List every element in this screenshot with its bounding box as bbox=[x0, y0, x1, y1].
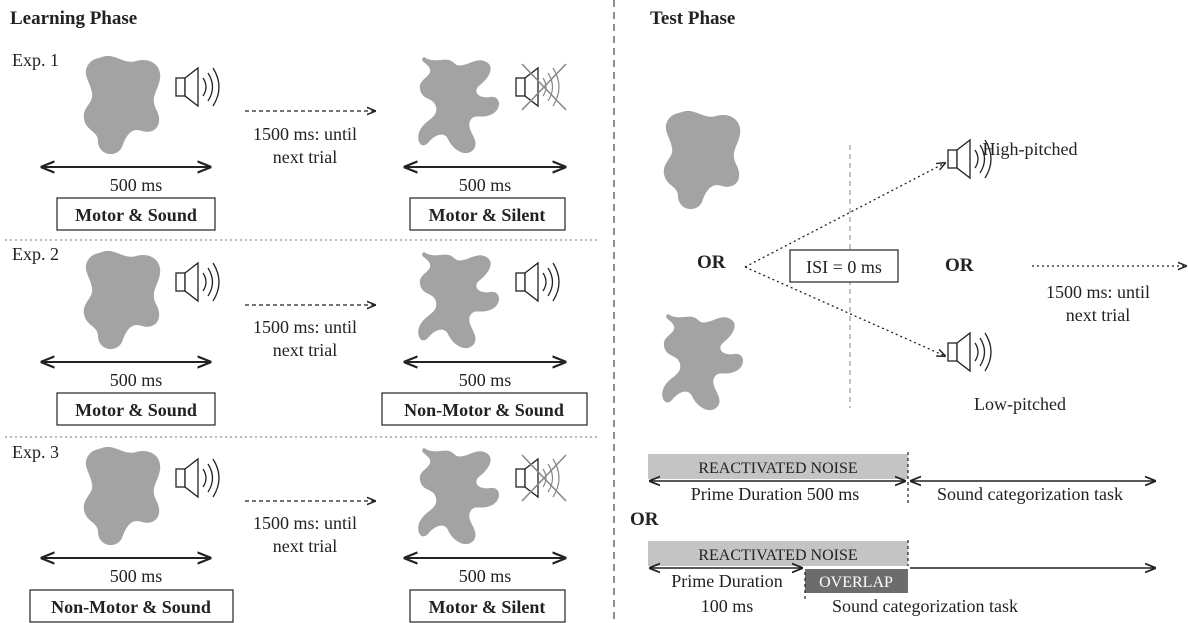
condition-box bbox=[56, 197, 216, 231]
condition-box bbox=[56, 392, 216, 426]
task-label: Sound categorization task bbox=[832, 596, 1018, 616]
exp-label: Exp. 2 bbox=[12, 244, 59, 264]
reactivated-noise-bar bbox=[648, 541, 908, 566]
experiment-3: Exp. 3 500 ms Non-Motor & Sound 1500 ms:… bbox=[12, 442, 567, 623]
duration-label: 500 ms bbox=[459, 370, 512, 390]
speaker-icon bbox=[515, 262, 560, 302]
condition-label: Motor & Silent bbox=[429, 597, 546, 617]
speaker-icon bbox=[175, 67, 220, 107]
shape-blob bbox=[83, 55, 161, 155]
low-pitched-label: Low-pitched bbox=[974, 394, 1066, 414]
task-label: Sound categorization task bbox=[937, 484, 1123, 504]
experiment-2: Exp. 2 500 ms Motor & Sound 1500 ms: unt… bbox=[12, 244, 588, 426]
shape-blob bbox=[83, 250, 161, 350]
muted-speaker-icon bbox=[515, 63, 567, 111]
overlap-label: OVERLAP bbox=[819, 574, 893, 591]
shape-blob bbox=[663, 110, 741, 210]
prime-duration-label-2: 100 ms bbox=[701, 596, 754, 616]
or-label: OR bbox=[630, 509, 659, 530]
interval-label-1: 1500 ms: until bbox=[1046, 282, 1150, 302]
condition-box bbox=[409, 197, 566, 231]
shape-blob bbox=[418, 57, 499, 154]
interval-label-2: next trial bbox=[273, 147, 337, 167]
overlap-bar bbox=[805, 569, 908, 593]
condition-label: Motor & Sound bbox=[75, 400, 197, 420]
reactivated-noise-bar bbox=[648, 454, 908, 479]
condition-label: Non-Motor & Sound bbox=[51, 597, 211, 617]
shape-blob bbox=[418, 448, 499, 545]
condition-label: Non-Motor & Sound bbox=[404, 400, 564, 420]
interval-label-2: next trial bbox=[1066, 305, 1130, 325]
interval-label-2: next trial bbox=[273, 340, 337, 360]
condition-box bbox=[409, 589, 566, 623]
duration-label: 500 ms bbox=[110, 175, 163, 195]
timeline-500ms: REACTIVATED NOISE Prime Duration 500 ms … bbox=[648, 452, 1155, 505]
isi-box bbox=[789, 249, 899, 283]
shape-blob bbox=[418, 252, 499, 349]
duration-label: 500 ms bbox=[110, 370, 163, 390]
high-pitched-label: High-pitched bbox=[983, 139, 1078, 159]
reactivated-noise-label: REACTIVATED NOISE bbox=[698, 460, 857, 477]
learning-phase-title: Learning Phase bbox=[10, 8, 137, 29]
interval-label-1: 1500 ms: until bbox=[253, 513, 357, 533]
muted-speaker-icon bbox=[515, 454, 567, 502]
interval-label-1: 1500 ms: until bbox=[253, 124, 357, 144]
speaker-icon bbox=[947, 332, 992, 372]
condition-label: Motor & Sound bbox=[75, 205, 197, 225]
speaker-icon bbox=[175, 458, 220, 498]
or-label: OR bbox=[697, 252, 726, 273]
speaker-icon bbox=[175, 262, 220, 302]
timeline-100ms: REACTIVATED NOISE OVERLAP Prime Duration… bbox=[648, 540, 1155, 616]
path-arrow-low bbox=[744, 266, 945, 356]
isi-label: ISI = 0 ms bbox=[806, 257, 882, 277]
shape-blob bbox=[83, 446, 161, 546]
interval-label-2: next trial bbox=[273, 536, 337, 556]
exp-label: Exp. 3 bbox=[12, 442, 59, 462]
exp-label: Exp. 1 bbox=[12, 50, 59, 70]
prime-duration-label: Prime Duration 500 ms bbox=[691, 484, 860, 504]
condition-box bbox=[29, 589, 234, 623]
duration-label: 500 ms bbox=[110, 566, 163, 586]
shape-blob bbox=[662, 314, 743, 411]
condition-box bbox=[381, 392, 588, 426]
reactivated-noise-label: REACTIVATED NOISE bbox=[698, 547, 857, 564]
prime-duration-label-1: Prime Duration bbox=[671, 571, 782, 591]
interval-label-1: 1500 ms: until bbox=[253, 317, 357, 337]
or-label: OR bbox=[945, 255, 974, 276]
duration-label: 500 ms bbox=[459, 566, 512, 586]
condition-label: Motor & Silent bbox=[429, 205, 546, 225]
test-phase-title: Test Phase bbox=[650, 8, 735, 29]
experiment-1: Exp. 1 500 ms Motor & Sound 1500 ms: unt… bbox=[12, 50, 567, 231]
duration-label: 500 ms bbox=[459, 175, 512, 195]
